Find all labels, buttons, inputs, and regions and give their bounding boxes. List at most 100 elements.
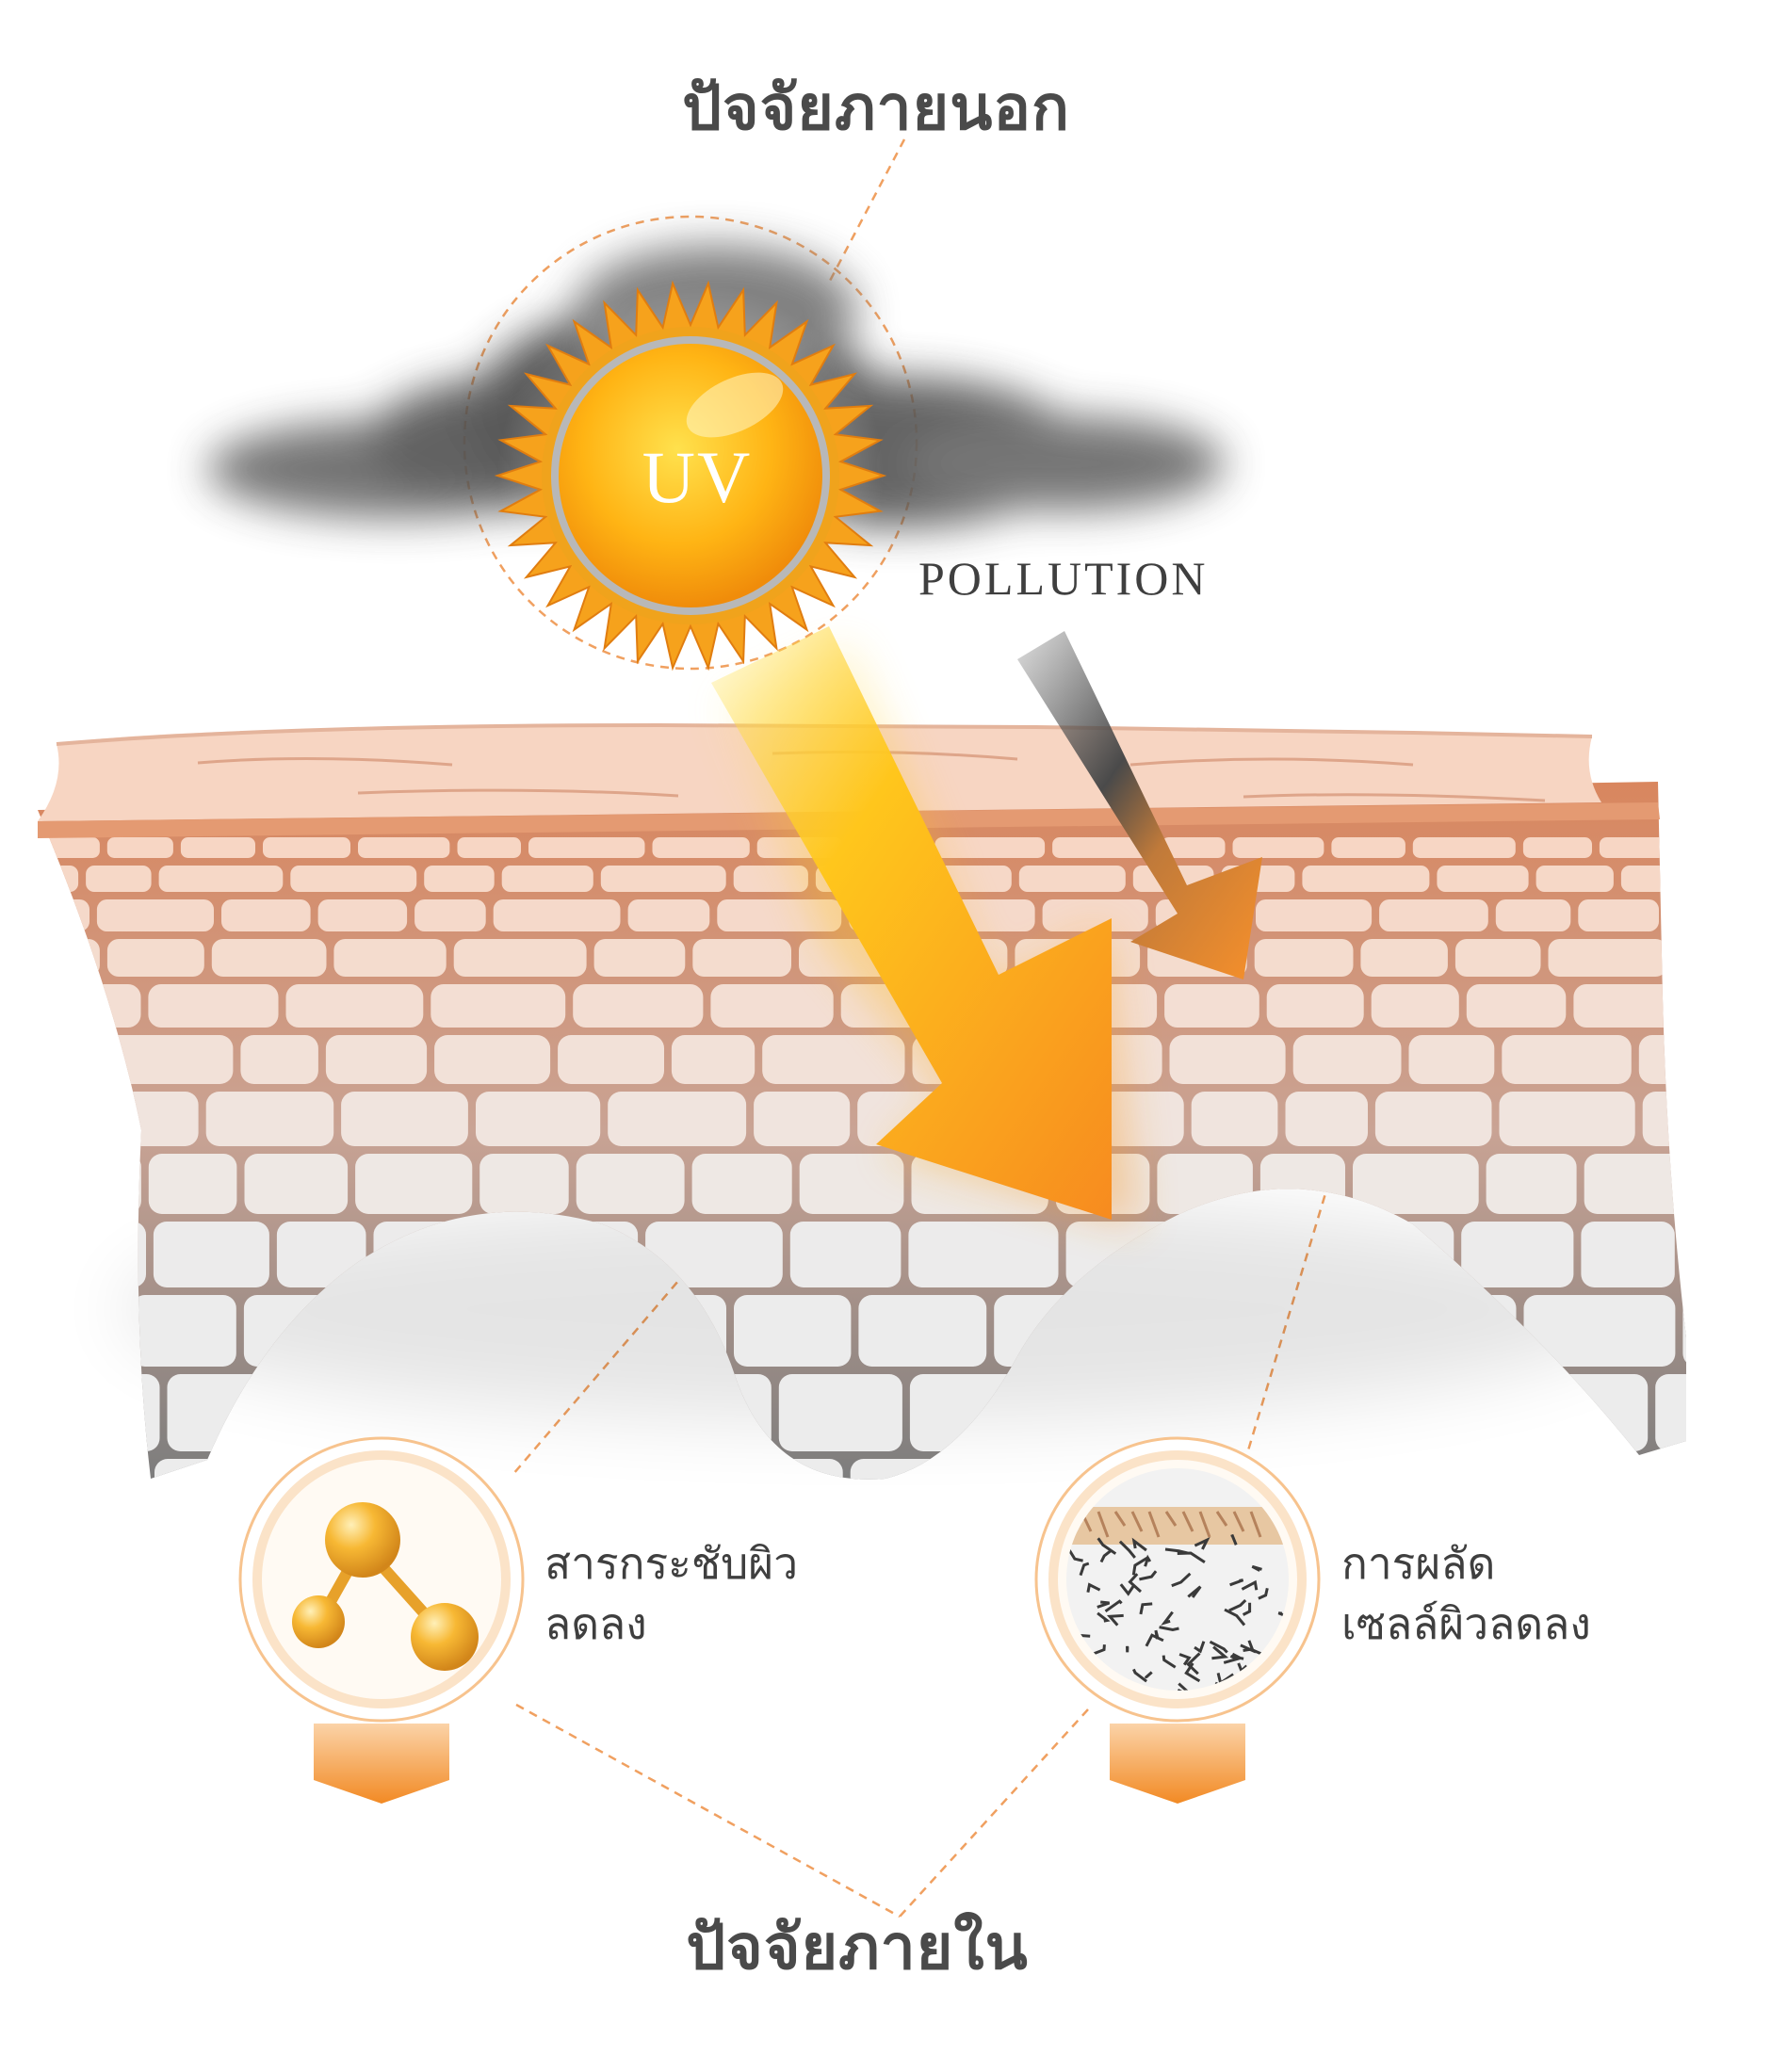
skin-crack [1228, 1599, 1247, 1612]
skin-crack [1242, 1602, 1252, 1616]
skin-cell [38, 1295, 124, 1367]
skin-cell [1502, 1035, 1632, 1084]
skin-cell [476, 1092, 601, 1146]
skin-cell [1374, 1092, 1492, 1146]
skin-cell [453, 939, 587, 977]
skin-cell [131, 1295, 236, 1367]
skin-cell [645, 1222, 783, 1287]
skin-cell [1259, 1154, 1345, 1214]
skin-cell [153, 1222, 269, 1287]
skin-crack [1161, 1611, 1174, 1626]
skin-crack [1147, 1511, 1161, 1538]
skin-cell [1292, 1035, 1402, 1084]
skin-cell [734, 1295, 852, 1367]
skin-crack [1104, 1599, 1123, 1613]
skin-crack [1249, 1511, 1262, 1538]
skin-cell [789, 1222, 902, 1287]
skin-cell [1042, 899, 1148, 931]
skin-cell [1499, 1092, 1635, 1146]
skin-cell [1620, 866, 1686, 892]
skin-cell [106, 1092, 199, 1146]
skin-cell [358, 837, 450, 858]
skin-cell [627, 899, 710, 931]
skin-cell [86, 866, 152, 892]
skin-crack [1119, 1583, 1135, 1596]
moisture-label-line1: สารกระชับผิว [544, 1538, 799, 1589]
skin-cell [1486, 1154, 1577, 1214]
skin-cell [167, 1374, 308, 1451]
skin-cell [1578, 899, 1659, 931]
skin-cell [1169, 1035, 1286, 1084]
skin-crack [1177, 1551, 1206, 1563]
skin-cell [431, 984, 566, 1028]
skin-cell [652, 837, 750, 858]
skin-crack [1139, 1570, 1158, 1581]
skin-cell [934, 837, 1046, 858]
skin-cell [671, 1035, 756, 1084]
skin-crack [1079, 1562, 1090, 1577]
skin-crack [1215, 1511, 1228, 1527]
renewal-label-line1: การผลัด [1341, 1538, 1496, 1589]
skin-cell [38, 837, 100, 858]
skin-cell [501, 866, 593, 892]
skin-crack [1164, 1511, 1178, 1527]
skin-cell [1302, 866, 1430, 892]
skin-cell [799, 1154, 904, 1214]
skin-cell [1157, 1154, 1253, 1214]
skin-cell [325, 1035, 428, 1084]
skin-cell [92, 1035, 234, 1084]
skin-cell [1523, 1295, 1676, 1367]
skin-cell [1557, 1459, 1686, 1480]
skin-cell [1254, 939, 1354, 977]
skin-crack [1232, 1511, 1245, 1532]
skin-crack [1223, 1655, 1242, 1664]
skin-cell [38, 1035, 86, 1084]
skin-cell [1666, 899, 1686, 931]
skin-crack [1099, 1549, 1113, 1563]
skin-crack [1106, 1613, 1124, 1627]
skin-cell [1548, 939, 1667, 977]
skin-crack [1066, 1547, 1083, 1562]
skin-crack [1118, 1540, 1136, 1559]
skin-crack [1194, 1536, 1210, 1550]
skin-crack [1159, 1626, 1179, 1632]
skin-cell [1018, 866, 1126, 892]
skin-cell [276, 1222, 366, 1287]
uv-label: UV [642, 436, 753, 518]
skin-cell [211, 939, 327, 977]
skin-cell [457, 837, 521, 858]
skin-cell [1581, 1222, 1675, 1287]
moisture-label-line2: ลดลง [544, 1598, 647, 1649]
skin-cell [608, 1092, 747, 1146]
skin-cell [221, 899, 311, 931]
skin-cell [263, 837, 350, 858]
skin-cell [38, 984, 141, 1028]
skin-crack [1229, 1578, 1244, 1587]
skin-crack [1187, 1585, 1202, 1598]
skin-cell [1461, 1222, 1574, 1287]
skin-cell [908, 1222, 1059, 1287]
skin-crack [1211, 1645, 1229, 1660]
skin-cell [558, 1035, 664, 1084]
skin-cell [1331, 837, 1405, 858]
molecule-icon [292, 1502, 479, 1671]
skin-cell [1408, 1035, 1495, 1084]
skin-cell [778, 1374, 902, 1451]
skin-cell [754, 1092, 851, 1146]
skin-cell [1162, 837, 1226, 858]
skin-cell [762, 1035, 905, 1084]
skin-crack [1178, 1682, 1194, 1691]
skin-cell [38, 1222, 146, 1287]
skin-cell [244, 1154, 349, 1214]
skin-crack [1230, 1533, 1238, 1546]
pollution-beam [1017, 631, 1262, 979]
skin-cell [733, 866, 808, 892]
skin-cell [38, 1154, 141, 1214]
skin-crack [1128, 1573, 1143, 1594]
skin-cell [858, 1295, 987, 1367]
skin-cell [1266, 984, 1364, 1028]
skin-cell [953, 899, 1035, 931]
skin-cell [38, 1374, 160, 1451]
skin-cell [38, 1459, 148, 1480]
